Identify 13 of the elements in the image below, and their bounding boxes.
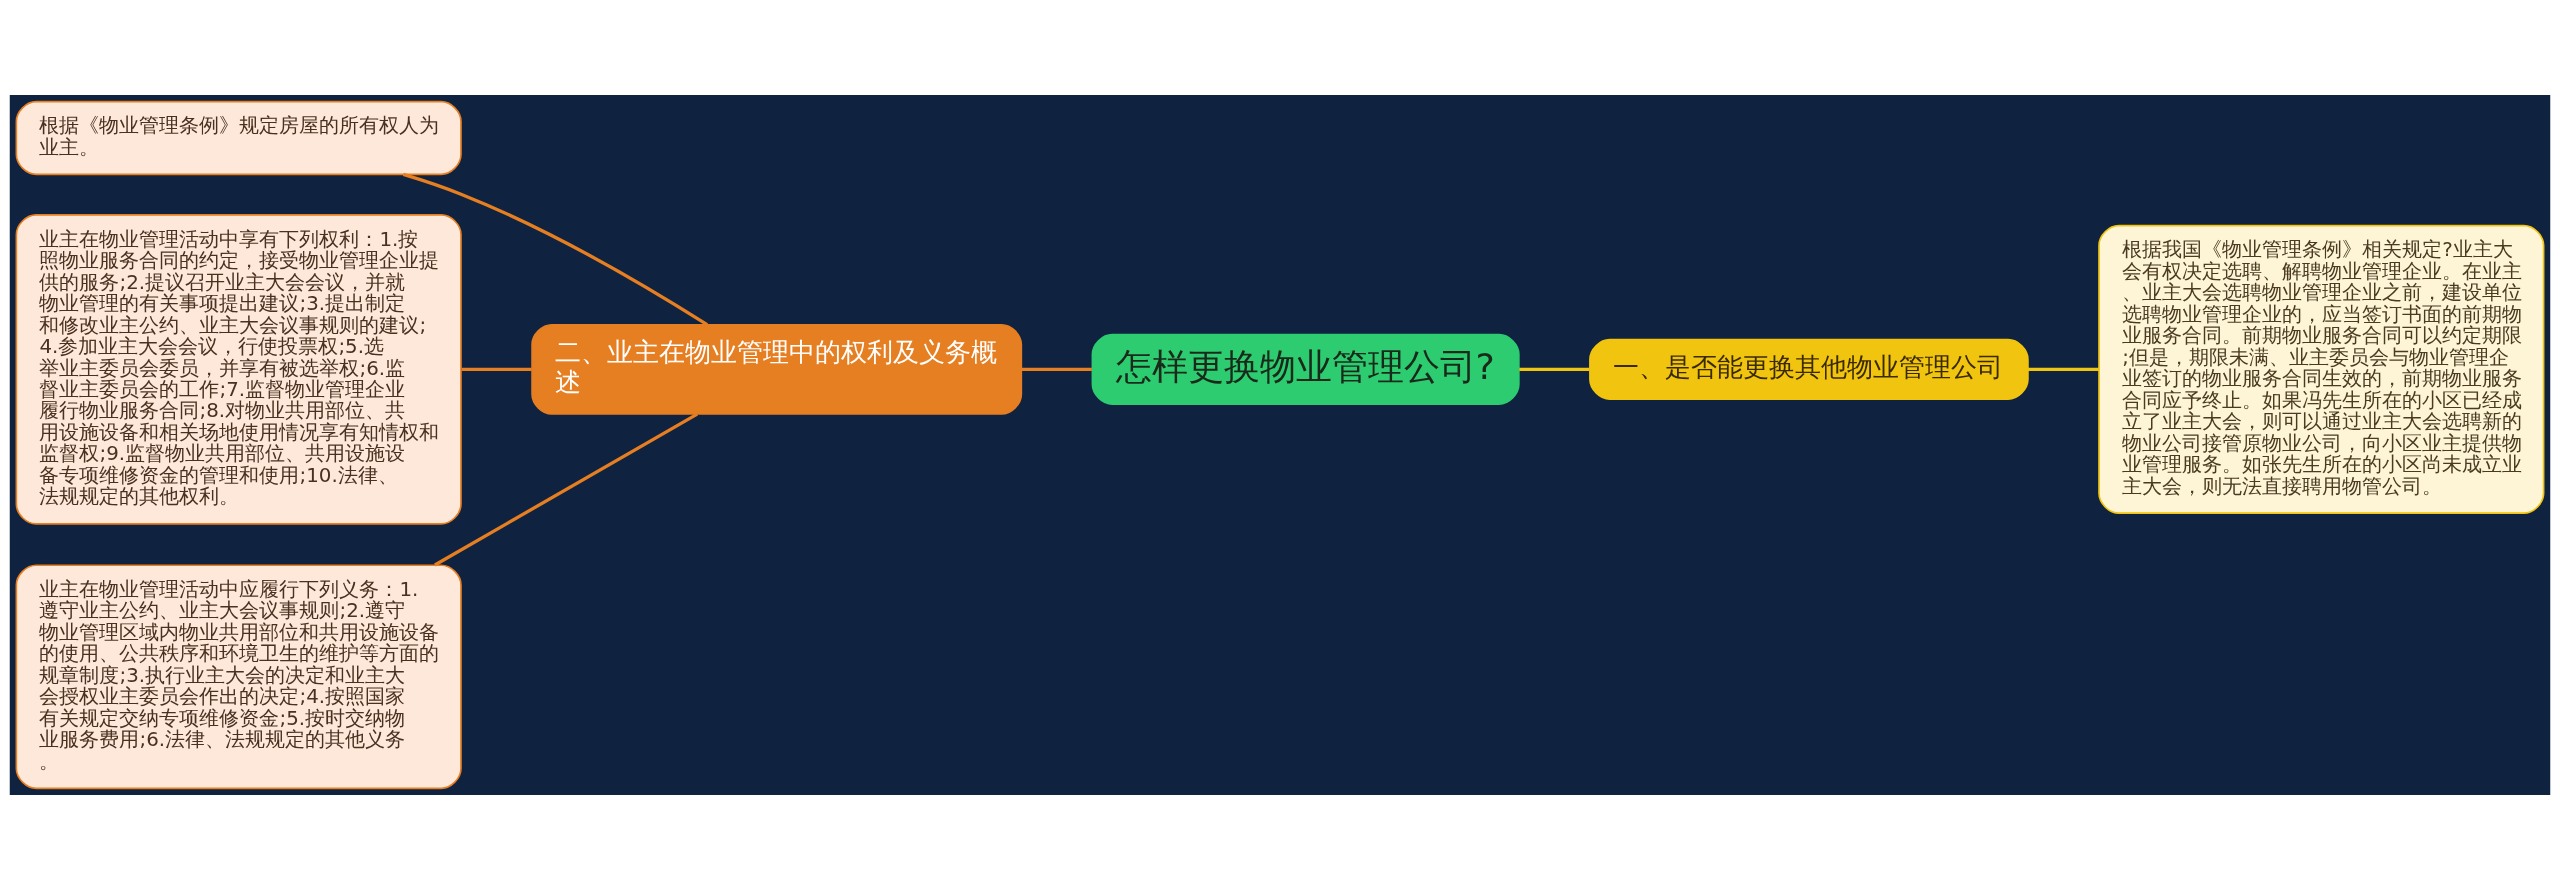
connector [434, 412, 698, 567]
node-box: 二、业主在物业管理中的权利及义务概述 [531, 323, 1023, 415]
connector [1021, 367, 1092, 372]
node-box: 根据《物业管理条例》规定房屋的所有权人为业主。 [15, 100, 462, 176]
connector [461, 367, 532, 372]
node-box: 怎样更换物业管理公司? [1091, 333, 1520, 405]
connector [402, 172, 708, 327]
node-box: 根据我国《物业管理条例》相关规定?业主大会有权决定选聘、解聘物业管理企业。在业主、业主大会选聘物业管理企业之前，建设单位选聘物业管理企业的，应当签订书面的前期物业服务合同。前期物业服务合同可以约定期限;但是，期限未满、业主委员会与物业管理企业签订的物业服务合同生效的，前期物业服务合同应予终止。如果冯先生所在的小区已经成立了业主大会，则可以通过业主大会选聘新的物业公司接管原物业公司，向小区业主提供物业管理服务。如张先生所在的小区尚未成立业主大会，则无法直接聘用物管公司。 [2098, 224, 2545, 514]
node-box: 一、是否能更换其他物业管理公司 [1589, 338, 2029, 400]
connector [2027, 367, 2099, 372]
connector [1519, 367, 1590, 372]
node-box: 业主在物业管理活动中应履行下列义务：1.遵守业主公约、业主大会议事规则;2.遵守物业管理区域内物业共用部位和共用设施设备的使用、公共秩序和环境卫生的维护等方面的规章制度;3.执行业主大会的决定和业主大会授权业主委员会作出的决定;4.按照国家有关规定交纳专项维修资金;5.按时交纳物业服务费用;6.法律、法规规定的其他义务。 [15, 564, 462, 790]
node-box: 业主在物业管理活动中享有下列权利：1.按照物业服务合同的约定，接受物业管理企业提供的服务;2.提议召开业主大会会议，并就物业管理的有关事项提出建议;3.提出制定和修改业主公约、业主大会议事规则的建议;4.参加业主大会会议，行使投票权;5.选举业主委员会委员，并享有被选举权;6.监督业主委员会的工作;7.监督物业管理企业履行物业服务合同;8.对物业共用部位、共用设施设备和相关场地使用情况享有知情权和监督权;9.监督物业共用部位、共用设施设备专项维修资金的管理和使用;10.法律、法规规定的其他权利。 [15, 214, 462, 525]
